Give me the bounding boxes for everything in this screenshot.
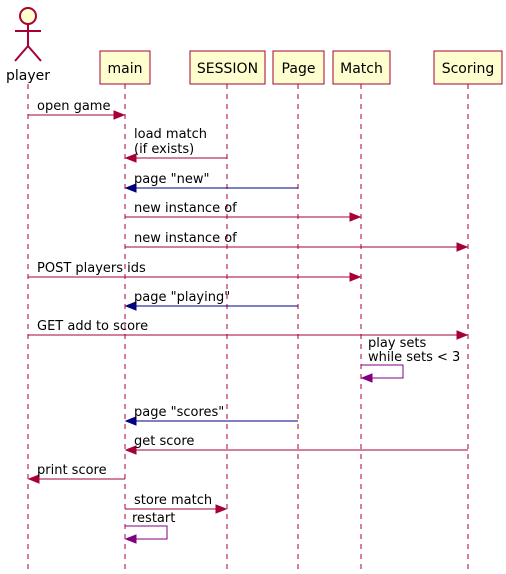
message-12: print score — [27, 463, 125, 484]
arrowhead-icon — [124, 416, 137, 426]
message-label: print score — [37, 463, 107, 478]
arrowhead-icon — [27, 474, 40, 484]
message-3: page "new" — [124, 172, 298, 193]
message-label: new instance of — [134, 201, 237, 216]
participant-label: player — [6, 68, 50, 84]
message-1: open game — [28, 99, 126, 120]
message-arrow-line — [125, 525, 168, 540]
messages: open game load match(if exists) page "new"… — [27, 99, 469, 544]
arrowhead-icon — [124, 534, 137, 544]
arrowhead-icon — [456, 330, 469, 340]
message-label: while sets < 3 — [368, 350, 460, 365]
participant-box — [332, 50, 391, 85]
participant-box — [189, 50, 266, 85]
message-10: page "scores" — [124, 405, 298, 426]
message-8: GET add to score — [28, 319, 469, 340]
message-13: store match — [125, 493, 228, 514]
arrowhead-icon — [113, 110, 126, 120]
arrowhead-icon — [456, 242, 469, 252]
message-5: new instance of — [125, 231, 469, 252]
message-label: (if exists) — [134, 142, 194, 157]
participant-label: Match — [340, 61, 383, 77]
message-4: new instance of — [125, 201, 362, 222]
message-label: POST players ids — [37, 261, 146, 276]
arrowhead-icon — [349, 272, 362, 282]
arrowhead-icon — [360, 373, 373, 383]
message-9: play sets while sets < 3 — [360, 336, 460, 383]
arrowhead-icon — [124, 301, 137, 311]
message-label: page "scores" — [134, 405, 224, 420]
message-label: restart — [132, 511, 175, 526]
arrowhead-icon — [215, 504, 228, 514]
participant-label: Page — [282, 61, 316, 77]
participant-scoring: Scoring — [433, 50, 503, 85]
participant-label: Scoring — [442, 61, 495, 77]
participant-label: SESSION — [197, 61, 258, 77]
message-label: get score — [134, 434, 194, 449]
participant-box — [433, 50, 503, 85]
participant-session: SESSION — [189, 50, 266, 85]
message-label: page "playing" — [134, 290, 230, 305]
participant-page: Page — [272, 50, 325, 85]
message-label: page "new" — [134, 172, 209, 187]
message-label: load match — [134, 127, 207, 142]
participant-main: main — [99, 50, 151, 85]
participant-box — [99, 50, 151, 85]
participant-label: main — [108, 61, 143, 77]
arrowhead-icon — [124, 153, 137, 163]
message-label: open game — [37, 99, 110, 114]
message-14: restart — [124, 511, 175, 544]
message-label: play sets — [368, 336, 427, 351]
message-2: load match(if exists) — [124, 127, 227, 163]
message-6: POST players ids — [28, 261, 362, 282]
participant-heads: player main SESSION Page Match Scoring — [6, 7, 503, 85]
message-arrow-line — [361, 364, 404, 379]
arrowhead-icon — [124, 445, 137, 455]
actor-stick-figure-icon — [14, 7, 42, 62]
participant-box — [272, 50, 325, 85]
arrowhead-icon — [124, 183, 137, 193]
message-11: get score — [124, 434, 468, 455]
message-label: store match — [134, 493, 212, 508]
participant-match: Match — [332, 50, 391, 85]
lifelines — [27, 84, 469, 570]
arrowhead-icon — [349, 212, 362, 222]
participant-player: player — [6, 7, 50, 84]
message-7: page "playing" — [124, 290, 298, 311]
message-label: new instance of — [134, 231, 237, 246]
message-label: GET add to score — [37, 319, 148, 334]
